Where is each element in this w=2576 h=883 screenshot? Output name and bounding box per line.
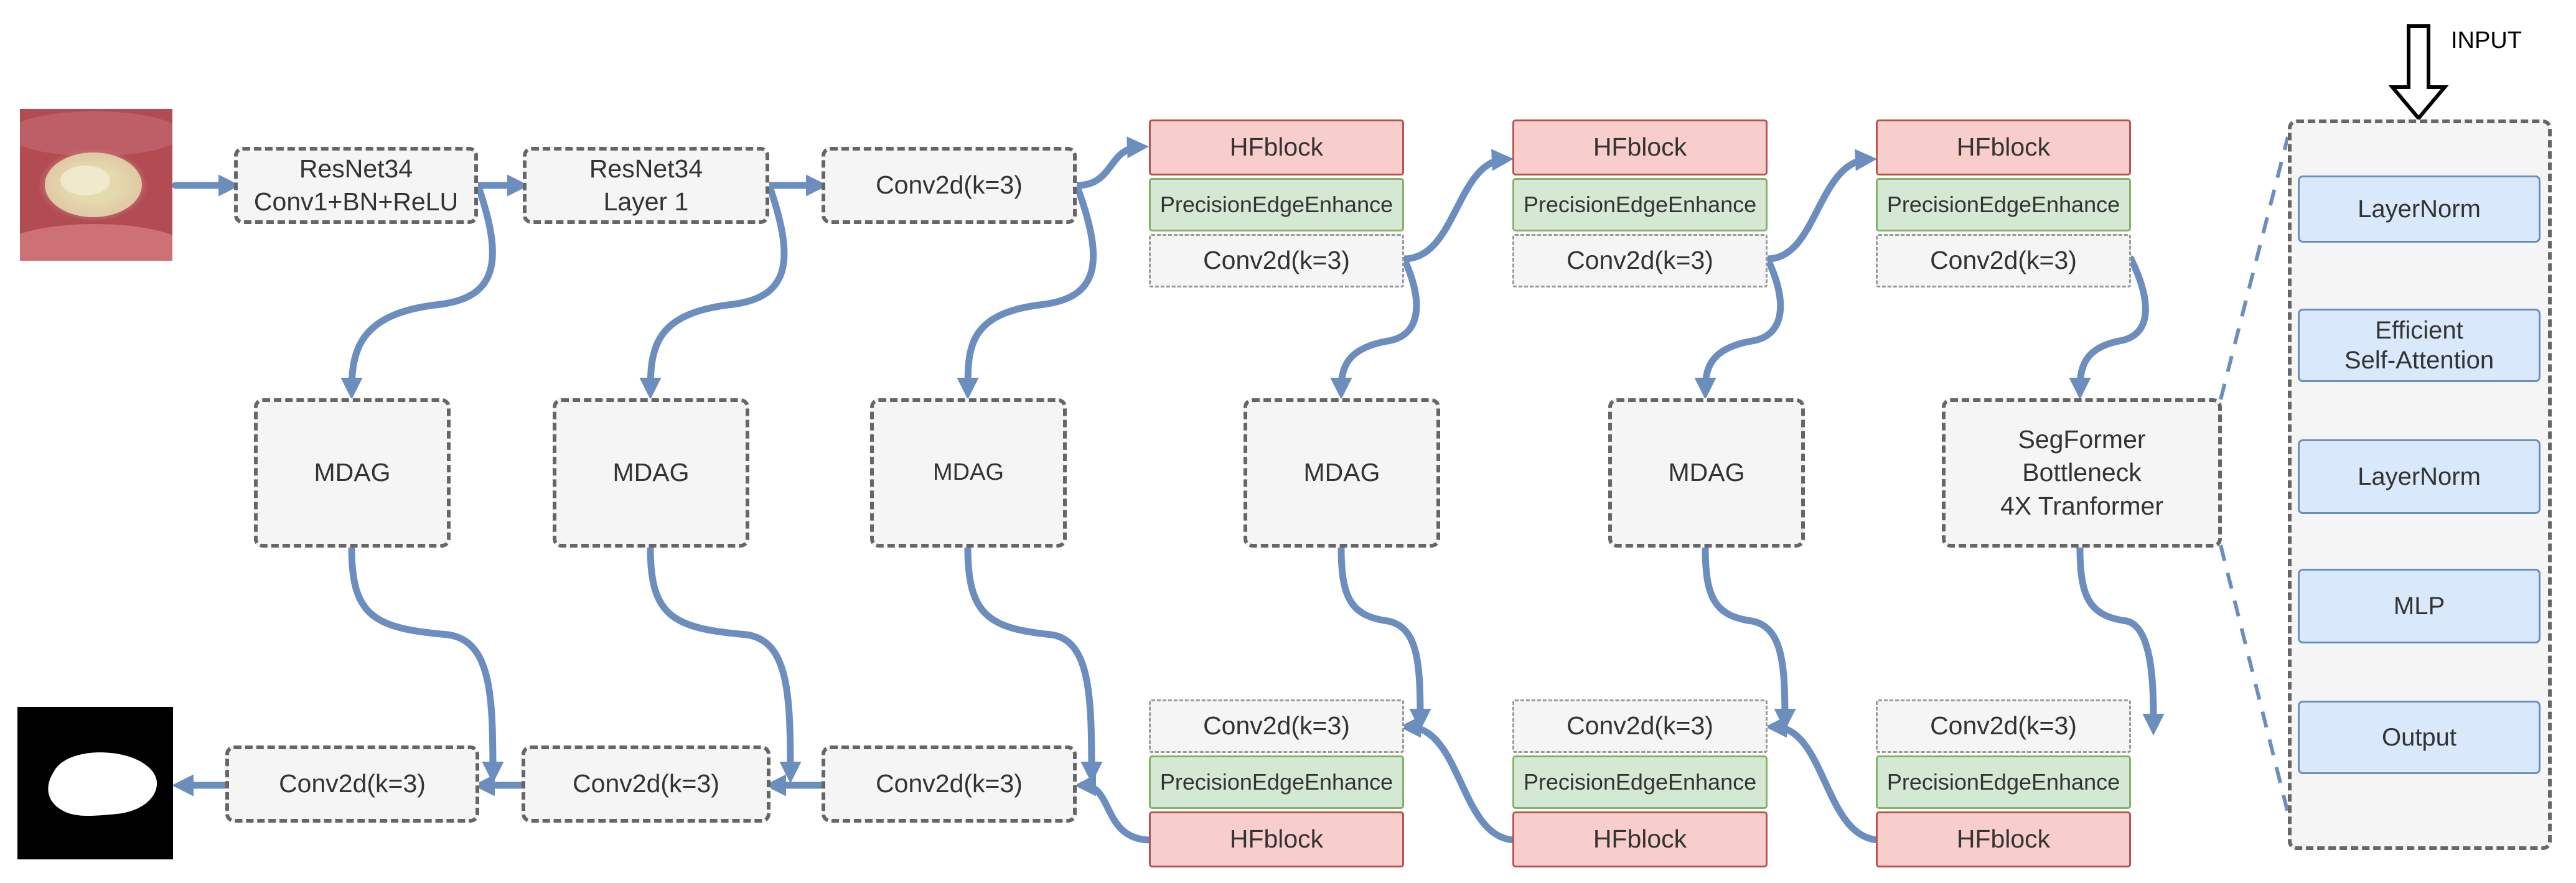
resnet34-layer1-block: ResNet34 Layer 1 [523, 147, 769, 224]
arrow-enc1-to-mdag4 [1330, 255, 1420, 400]
encoder-conv1-block: Conv2d(k=3) [822, 147, 1077, 224]
mdag-block-3: MDAG [870, 398, 1067, 548]
arrow-enc2-to-hf3 [1764, 149, 1878, 263]
transformer-efficient-self-attention: Efficient Self-Attention [2298, 309, 2541, 382]
zoom-guide-bottom [2219, 544, 2290, 813]
arrow-mdag3-to-conv-c [964, 544, 1103, 784]
mask-shape [48, 752, 157, 816]
decoder-hfblock-2: HFblock [1512, 811, 1768, 867]
encoder-hfblock-3: HFblock [1876, 119, 2131, 175]
decoder-conv-2: Conv2d(k=3) [1512, 699, 1768, 753]
decoder-conv-1: Conv2d(k=3) [1149, 699, 1404, 753]
arrow-mdag5-to-dec2 [1702, 544, 1796, 731]
arrow-enc2-to-mdag5 [1694, 255, 1784, 400]
zoom-guide-top [2219, 136, 2290, 400]
decoder-hfblock-1: HFblock [1149, 811, 1404, 867]
mdag-block-4: MDAG [1244, 398, 1440, 548]
decoder-edge-enhance-2: PrecisionEdgeEnhance [1512, 755, 1768, 809]
mdag-block-1: MDAG [254, 398, 451, 548]
encoder-conv-2: Conv2d(k=3) [1512, 234, 1768, 287]
arrow-enc1-to-hf2 [1400, 149, 1514, 263]
output-mask-image-icon [17, 707, 173, 859]
transformer-layernorm-2: LayerNorm [2298, 439, 2541, 514]
arrow-mdag1-to-conv-a [348, 544, 504, 784]
decoder-conv-c: Conv2d(k=3) [822, 745, 1077, 823]
arrow-mdag2-to-conv-b [647, 544, 802, 784]
transformer-mlp: MLP [2298, 569, 2541, 643]
arrow-bottleneck-to-dec3 [2076, 544, 2165, 736]
mdag-block-2: MDAG [553, 398, 749, 548]
mdag-block-5: MDAG [1608, 398, 1805, 548]
decoder-edge-enhance-3: PrecisionEdgeEnhance [1876, 755, 2131, 809]
encoder-edge-enhance-1: PrecisionEdgeEnhance [1149, 178, 1404, 231]
segformer-bottleneck-block: SegFormer Bottleneck 4X Tranformer [1942, 398, 2222, 548]
arrow-hf1dec-to-conv-c [1074, 774, 1155, 844]
decoder-conv-3: Conv2d(k=3) [1876, 699, 2131, 753]
encoder-edge-enhance-3: PrecisionEdgeEnhance [1876, 178, 2131, 231]
decoder-conv-a: Conv2d(k=3) [225, 745, 479, 823]
arrow-hf3dec-to-conv-dec2 [1764, 716, 1885, 844]
encoder-conv-3: Conv2d(k=3) [1876, 234, 2131, 287]
encoder-hfblock-2: HFblock [1512, 119, 1768, 175]
arrow-conv1-to-mdag3 [957, 182, 1097, 400]
arrow-mdag4-to-dec1 [1337, 544, 1431, 731]
decoder-hfblock-3: HFblock [1876, 811, 2131, 867]
arrow-stem-to-mdag1 [340, 182, 496, 400]
arrow-enc3-to-bottleneck [2069, 255, 2149, 400]
input-arrow-icon [2388, 24, 2449, 121]
encoder-hfblock-1: HFblock [1149, 119, 1404, 175]
input-label: INPUT [2451, 27, 2522, 54]
encoder-edge-enhance-2: PrecisionEdgeEnhance [1512, 178, 1768, 231]
transformer-output: Output [2298, 701, 2541, 774]
encoder-conv-1: Conv2d(k=3) [1149, 234, 1404, 287]
decoder-edge-enhance-1: PrecisionEdgeEnhance [1149, 755, 1404, 809]
arrow-layer1-to-mdag2 [639, 182, 788, 400]
transformer-layernorm-1: LayerNorm [2298, 175, 2541, 243]
arrow-hf2dec-to-conv-dec1 [1398, 716, 1520, 844]
resnet34-stem-block: ResNet34 Conv1+BN+ReLU [234, 147, 478, 224]
arrow-conv1-to-hf1 [1073, 136, 1150, 189]
decoder-conv-b: Conv2d(k=3) [522, 745, 770, 823]
input-lesion-image-icon [20, 109, 172, 261]
lesion-detail [20, 111, 172, 261]
